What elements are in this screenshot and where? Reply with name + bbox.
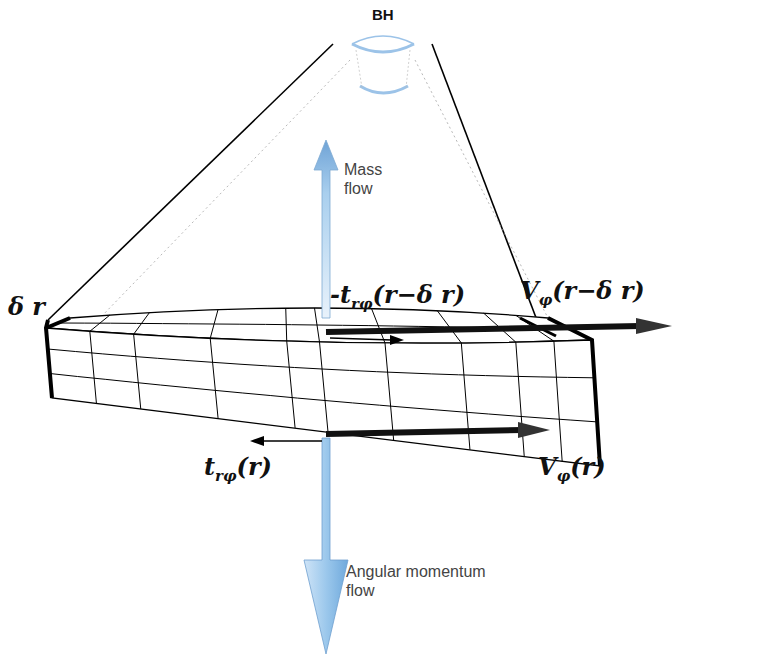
label-text: δ r — [8, 292, 45, 321]
label-text: (r) — [570, 452, 605, 481]
flow-label: Mass flow — [344, 160, 394, 198]
grid-line — [516, 342, 524, 456]
grid-line — [385, 343, 394, 440]
grid-line — [554, 341, 562, 461]
label-text: Mass flow — [344, 161, 382, 197]
label-text: V — [520, 276, 539, 305]
edge-highlight — [548, 318, 600, 466]
angular-momentum-arrow — [304, 438, 348, 654]
label-text: BH — [372, 6, 394, 23]
subscript: φ — [557, 467, 571, 485]
grid-line — [210, 338, 218, 418]
grid-line — [287, 341, 295, 428]
edge-highlight — [46, 320, 52, 398]
black-hole-arc — [360, 86, 408, 93]
velocity-label: Vφ(r−δ r) — [520, 276, 645, 309]
label-text: Angular momentum flow — [346, 563, 486, 599]
cone-line — [48, 44, 333, 320]
velocity-arrow — [326, 326, 640, 332]
stress-arrow — [262, 440, 322, 441]
subscript: rφ — [351, 295, 372, 313]
label-text: t — [204, 452, 215, 481]
velocity-arrow — [326, 430, 522, 434]
flow-label: Angular momentum flow — [346, 562, 496, 600]
velocity-label: Vφ(r) — [538, 452, 606, 485]
grid-line — [48, 349, 595, 378]
subscript: rφ — [215, 467, 236, 485]
black-hole-arc — [352, 36, 414, 44]
subscript: φ — [539, 291, 553, 309]
black-hole-arc — [352, 44, 414, 52]
black-hole-label: BH — [372, 6, 394, 23]
label-text: (r) — [237, 452, 272, 481]
label-text: (r−δ r) — [373, 280, 465, 309]
label-text: V — [538, 452, 557, 481]
grid-line — [50, 374, 597, 422]
grid-line — [90, 331, 97, 403]
grid-line — [320, 342, 329, 432]
cone-line — [415, 60, 548, 318]
cone-line — [100, 60, 350, 318]
width-label: δ r — [8, 292, 45, 321]
stress-label: -trφ(r−δ r) — [330, 280, 465, 313]
arrow-head — [518, 422, 550, 438]
stress-label: trφ(r) — [204, 452, 272, 485]
label-text: (r−δ r) — [552, 276, 644, 305]
grid-line — [134, 334, 141, 409]
stress-arrow — [330, 338, 392, 340]
label-text: -t — [330, 280, 351, 309]
arrow-head — [636, 318, 672, 334]
